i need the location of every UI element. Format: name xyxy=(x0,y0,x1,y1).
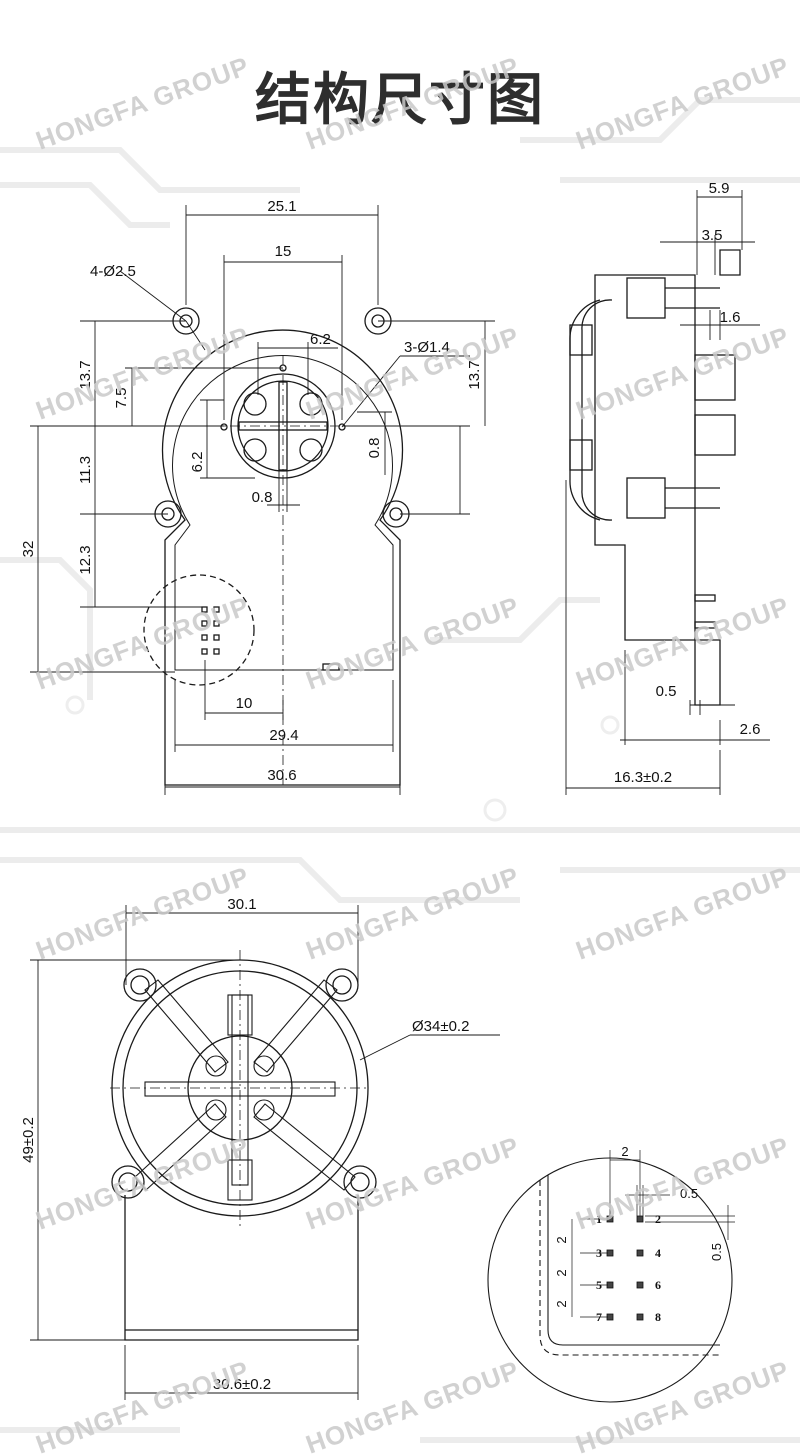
watermark: HONGFA GROUP xyxy=(572,591,794,696)
watermark: HONGFA GROUP xyxy=(32,591,254,696)
dim-3-5: 3.5 xyxy=(702,227,723,244)
watermark: HONGFA GROUP xyxy=(572,1131,794,1236)
dim-0-8-right: 0.8 xyxy=(366,438,383,459)
pin-label-4: 4 xyxy=(655,1246,661,1260)
watermark: HONGFA GROUP xyxy=(572,1355,794,1454)
pin-label-5: 5 xyxy=(596,1278,602,1292)
dim-16-3: 16.3±0.2 xyxy=(614,769,672,786)
dim-2-6: 2.6 xyxy=(740,721,761,738)
watermark: HONGFA GROUP xyxy=(32,1131,254,1236)
pin-detail-callout-circle xyxy=(143,574,255,686)
dim-0-8-bottom: 0.8 xyxy=(252,489,273,506)
dim-detail-pitch-v3: 2 xyxy=(554,1300,569,1307)
pin-label-8: 8 xyxy=(655,1310,661,1324)
detail-view-labels: 2 0.5 0.5 2 2 2 1 2 3 4 5 6 7 8 xyxy=(554,1144,724,1324)
pin-label-7: 7 xyxy=(596,1310,602,1324)
dim-7-5: 7.5 xyxy=(113,388,130,409)
dim-32: 32 xyxy=(20,541,37,558)
watermark: HONGFA GROUP xyxy=(302,1355,524,1454)
watermark: HONGFA GROUP xyxy=(302,51,524,156)
back-skirt xyxy=(124,1195,359,1341)
dim-detail-pad-v: 0.5 xyxy=(709,1243,724,1261)
dim-4-holes: 4-Ø2.5 xyxy=(90,263,136,280)
side-view xyxy=(565,190,770,795)
dim-detail-pitch-v1: 2 xyxy=(554,1236,569,1243)
watermark: HONGFA GROUP xyxy=(302,591,524,696)
detail-view xyxy=(487,1150,735,1403)
dim-15: 15 xyxy=(275,243,292,260)
watermarks: HONGFA GROUP HONGFA GROUP HONGFA GROUP H… xyxy=(32,51,794,1454)
side-contact-lower xyxy=(626,477,666,519)
watermark: HONGFA GROUP xyxy=(572,861,794,966)
watermark: HONGFA GROUP xyxy=(572,51,794,156)
dim-30-1: 30.1 xyxy=(227,896,256,913)
side-view-dimensions: 5.9 3.5 1.6 0.5 2.6 16.3±0.2 xyxy=(614,180,761,786)
dim-6-2-top: 6.2 xyxy=(310,331,331,348)
dim-30-6: 30.6 xyxy=(267,767,296,784)
dim-detail-pad-h: 0.5 xyxy=(680,1186,698,1201)
dim-13-7-right: 13.7 xyxy=(466,360,483,389)
dim-detail-pitch-v2: 2 xyxy=(554,1269,569,1276)
watermark: HONGFA GROUP xyxy=(302,321,524,426)
back-view-dimensions: 30.1 Ø34±0.2 49±0.2 30.6±0.2 xyxy=(20,896,469,1393)
page-title: 结构尺寸图 xyxy=(255,68,545,133)
dim-25-1: 25.1 xyxy=(267,198,296,215)
front-inner-outline xyxy=(172,354,394,671)
pin-label-2: 2 xyxy=(655,1212,661,1226)
front-body-outline xyxy=(161,329,404,786)
dim-10: 10 xyxy=(236,695,253,712)
front-view-dimensions: 25.1 15 4-Ø2.5 6.2 3-Ø1.4 13.7 7.5 13.7 … xyxy=(20,198,483,784)
pin-label-1: 1 xyxy=(596,1212,602,1226)
side-contact-upper xyxy=(626,277,666,319)
pin-label-3: 3 xyxy=(596,1246,602,1260)
watermark: HONGFA GROUP xyxy=(32,51,254,156)
watermark: HONGFA GROUP xyxy=(32,321,254,426)
dim-29-4: 29.4 xyxy=(269,727,298,744)
dim-12-3: 12.3 xyxy=(77,545,94,574)
watermark: HONGFA GROUP xyxy=(572,321,794,426)
dim-49: 49±0.2 xyxy=(20,1117,37,1163)
dim-detail-pitch-h: 2 xyxy=(621,1144,628,1159)
watermark: HONGFA GROUP xyxy=(32,1355,254,1454)
dim-30-6-tol: 30.6±0.2 xyxy=(213,1376,271,1393)
dim-0-5: 0.5 xyxy=(656,683,677,700)
dim-11-3: 11.3 xyxy=(77,456,94,484)
dim-34: Ø34±0.2 xyxy=(412,1018,469,1035)
front-view xyxy=(30,205,495,795)
side-body-outline xyxy=(594,274,721,706)
pin-label-6: 6 xyxy=(655,1278,661,1292)
dim-13-7-left: 13.7 xyxy=(77,360,94,389)
dim-6-2-left: 6.2 xyxy=(189,452,206,473)
dim-5-9: 5.9 xyxy=(709,180,730,197)
dim-1-6: 1.6 xyxy=(720,309,741,326)
dim-3-holes: 3-Ø1.4 xyxy=(404,339,450,356)
back-view xyxy=(30,905,500,1400)
